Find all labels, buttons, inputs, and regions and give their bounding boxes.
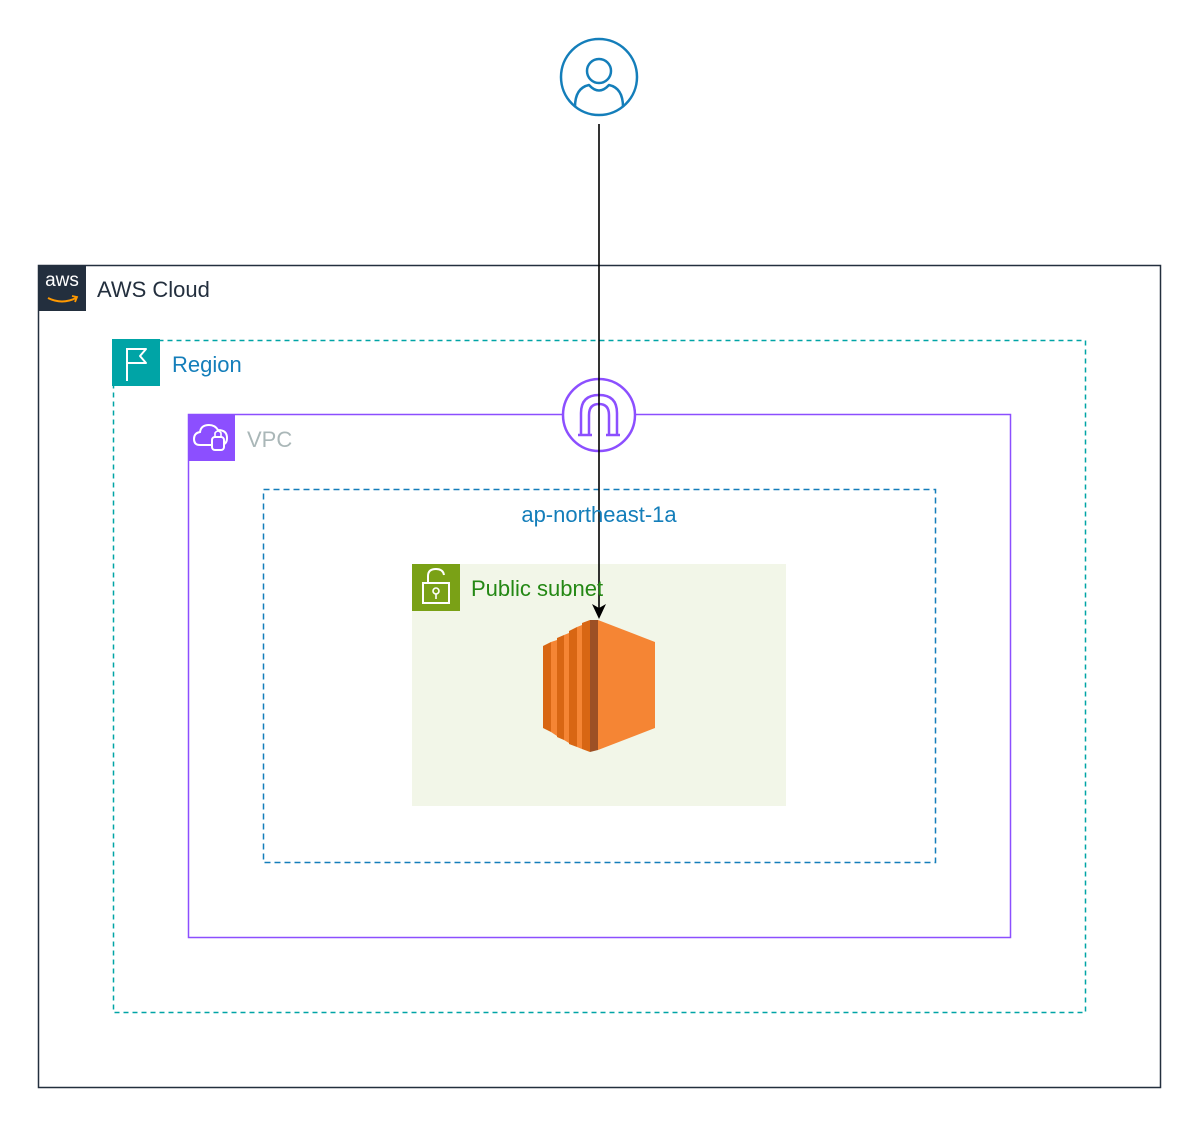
region-flag-icon	[112, 339, 160, 386]
public-subnet-lock-icon	[412, 564, 460, 611]
ec2-instance-icon[interactable]	[543, 620, 655, 752]
availability-zone-label: ap-northeast-1a	[521, 502, 677, 527]
aws-cloud-label: AWS Cloud	[97, 277, 210, 302]
user-to-ec2-connector[interactable]	[592, 124, 606, 619]
aws-logo-icon	[38, 265, 86, 311]
aws-logo-text: aws	[45, 270, 79, 291]
user-icon[interactable]	[559, 37, 639, 117]
vpc-label: VPC	[247, 427, 293, 452]
region-label: Region	[172, 352, 242, 377]
public-subnet-label: Public subnet	[471, 576, 604, 601]
vpc-cloud-icon	[188, 414, 235, 461]
